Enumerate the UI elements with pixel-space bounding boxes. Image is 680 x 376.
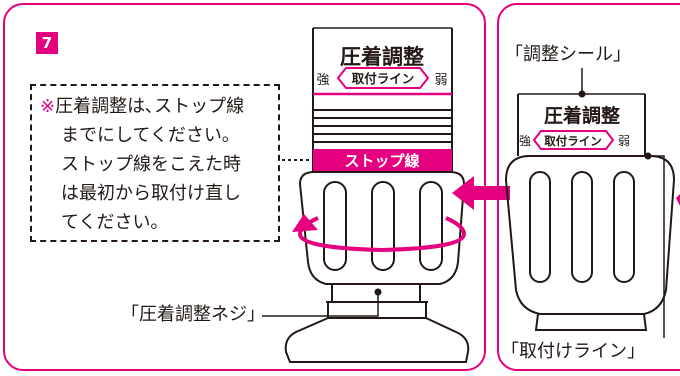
mount-line-dot [644, 152, 652, 160]
ref-knob-neck [534, 313, 648, 331]
stop-line-label: ストップ線 [344, 152, 419, 170]
adjustment-cap [284, 27, 470, 363]
instruction-note: ※圧着調整は､ストップ線 までにしてください｡ ストップ線をこえた時 は最初から… [30, 84, 280, 242]
mount-line-callout-label: ｢取付けライン｣ [510, 341, 636, 362]
seal-weak-label: 弱 [434, 73, 447, 88]
seal-callout-label: ｢調整シール｣ [514, 44, 622, 65]
ref-weak-label: 弱 [618, 134, 630, 148]
next-arrow-icon [676, 194, 680, 206]
step-number-badge: 7 [36, 32, 58, 54]
ref-mount-line-label: 取付ライン [544, 134, 602, 148]
note-line-2: までにしてください｡ [61, 125, 231, 146]
note-line-5: てください｡ [61, 212, 160, 233]
seal-title: 圧着調整 [340, 45, 424, 69]
scale-lines [313, 109, 452, 143]
screw-leader-dot [374, 288, 382, 296]
mount-line-leader [648, 155, 665, 338]
grip-slots [323, 181, 443, 271]
note-line-4: は最初から取付け直し [61, 183, 241, 204]
direction-arrow-icon [452, 176, 510, 210]
knob-body [298, 171, 466, 285]
ref-grip-slots [529, 171, 635, 283]
ref-knob-body [504, 155, 676, 315]
ref-mount-line-arrow-frame [532, 130, 615, 150]
screw-callout-label: ｢圧着調整ネジ｣ [130, 304, 256, 325]
ref-seal-title: 圧着調整 [544, 104, 620, 127]
note-line-3: ストップ線をこえた時 [61, 154, 241, 175]
knob-collar [327, 302, 427, 319]
mount-line-arrow-frame [336, 67, 430, 89]
seal-label-dot [578, 90, 586, 98]
ref-strong-label: 強 [519, 134, 531, 148]
note-asterisk: ※ [40, 96, 56, 117]
seal-strong-label: 強 [316, 73, 329, 88]
reference-cap [504, 93, 676, 331]
seal-mount-line-label: 取付ライン [352, 71, 415, 86]
screw-leader [262, 292, 379, 317]
note-line-1: ※圧着調整は､ストップ線 [40, 96, 245, 117]
stop-line-band [313, 149, 452, 171]
knob-base [284, 317, 470, 363]
rotation-arrowhead-icon [292, 214, 318, 232]
